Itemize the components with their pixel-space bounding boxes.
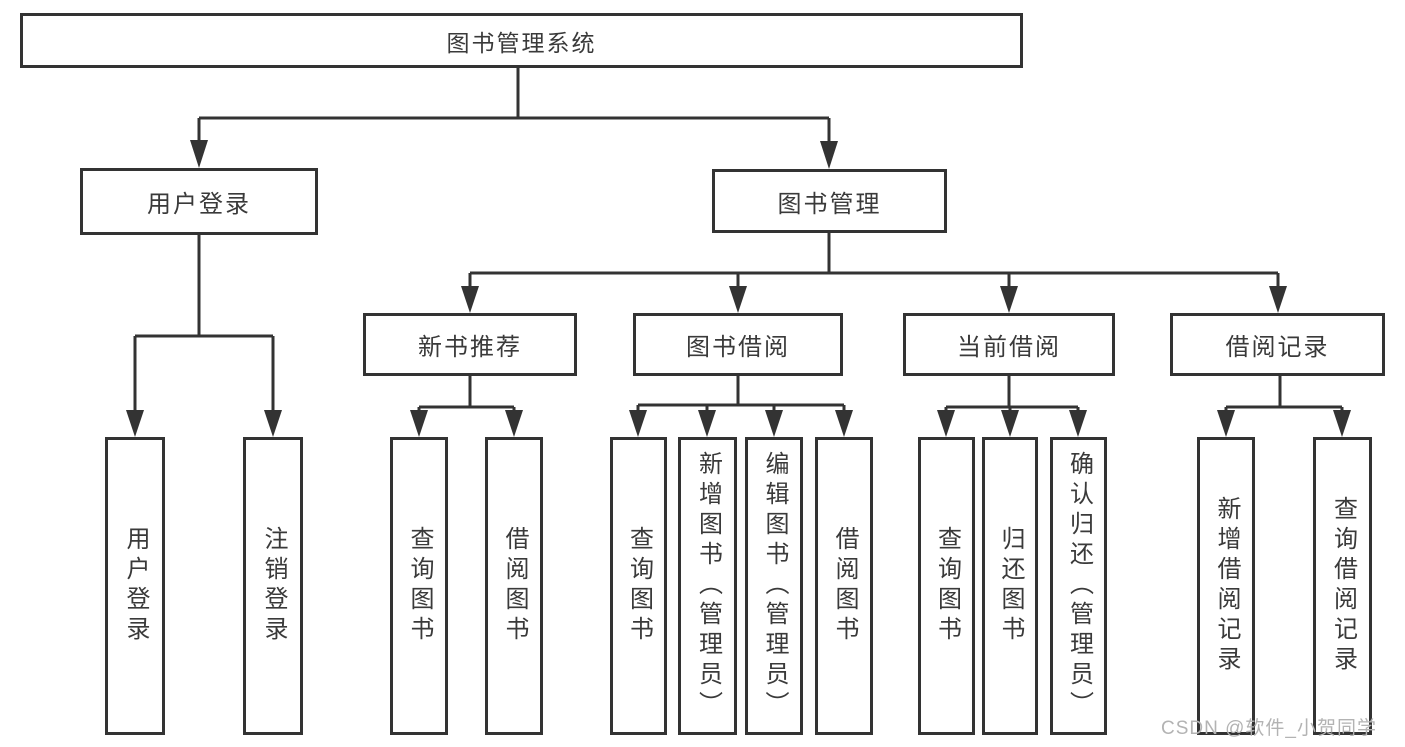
node-book-mgmt-branch: 图书管理 <box>712 169 947 233</box>
connector-book-borrow-to-leaves <box>629 376 853 437</box>
leaf-confirm-return-admin: 确认归还（管理员） <box>1050 437 1107 735</box>
leaf-add-borrow-record-label: 新增借阅记录 <box>1213 496 1240 676</box>
leaf-query-books-borrow: 查询图书 <box>610 437 667 735</box>
leaf-edit-books-admin-label: 编辑图书（管理员） <box>761 451 788 721</box>
connector-user-login-to-leaves <box>126 235 282 437</box>
node-borrow-record: 借阅记录 <box>1170 313 1385 376</box>
leaf-logout: 注销登录 <box>243 437 303 735</box>
leaf-query-borrow-record: 查询借阅记录 <box>1313 437 1372 735</box>
leaf-borrow-books-recommend-label: 借阅图书 <box>501 526 528 646</box>
leaf-query-books-recommend: 查询图书 <box>390 437 448 735</box>
node-borrow-record-label: 借阅记录 <box>1225 334 1330 361</box>
csdn-watermark: CSDN @软件_小贺同学 <box>1161 718 1377 739</box>
leaf-add-books-admin-label: 新增图书（管理员） <box>694 451 722 721</box>
node-current-borrow: 当前借阅 <box>903 313 1115 376</box>
leaf-query-books-current-label: 查询图书 <box>933 526 961 646</box>
leaf-edit-books-admin: 编辑图书（管理员） <box>745 437 803 735</box>
node-root-label: 图书管理系统 <box>446 29 597 56</box>
leaf-add-books-admin: 新增图书（管理员） <box>678 437 737 735</box>
leaf-confirm-return-admin-label: 确认归还（管理员） <box>1065 451 1093 721</box>
node-root-system: 图书管理系统 <box>20 13 1023 68</box>
connector-current-borrow-to-leaves <box>937 376 1087 437</box>
leaf-user-login-label: 用户登录 <box>122 526 149 646</box>
leaf-user-login: 用户登录 <box>105 437 165 735</box>
leaf-borrow-books-label: 借阅图书 <box>831 526 858 646</box>
connector-new-book-to-leaves <box>410 376 523 437</box>
node-current-borrow-label: 当前借阅 <box>957 334 1061 361</box>
node-book-mgmt-branch-label: 图书管理 <box>777 190 882 218</box>
node-book-borrow-label: 图书借阅 <box>686 334 790 361</box>
leaf-borrow-books: 借阅图书 <box>815 437 873 735</box>
node-user-login-branch-label: 用户登录 <box>147 191 251 218</box>
node-new-book-recommend-label: 新书推荐 <box>418 334 522 361</box>
leaf-query-books-borrow-label: 查询图书 <box>625 526 653 646</box>
leaf-borrow-books-recommend: 借阅图书 <box>485 437 543 735</box>
leaf-logout-label: 注销登录 <box>260 526 287 646</box>
leaf-query-borrow-record-label: 查询借阅记录 <box>1329 496 1357 676</box>
leaf-return-books-label: 归还图书 <box>997 526 1024 646</box>
connector-borrow-record-to-leaves <box>1217 376 1351 437</box>
leaf-query-books-recommend-label: 查询图书 <box>406 526 433 646</box>
node-new-book-recommend: 新书推荐 <box>363 313 577 376</box>
node-book-borrow: 图书借阅 <box>633 313 843 376</box>
connector-root-to-level2 <box>190 68 838 169</box>
node-user-login-branch: 用户登录 <box>80 168 318 235</box>
leaf-add-borrow-record: 新增借阅记录 <box>1197 437 1255 735</box>
leaf-return-books: 归还图书 <box>982 437 1038 735</box>
connector-book-mgmt-to-level3 <box>461 233 1287 313</box>
leaf-query-books-current: 查询图书 <box>918 437 975 735</box>
